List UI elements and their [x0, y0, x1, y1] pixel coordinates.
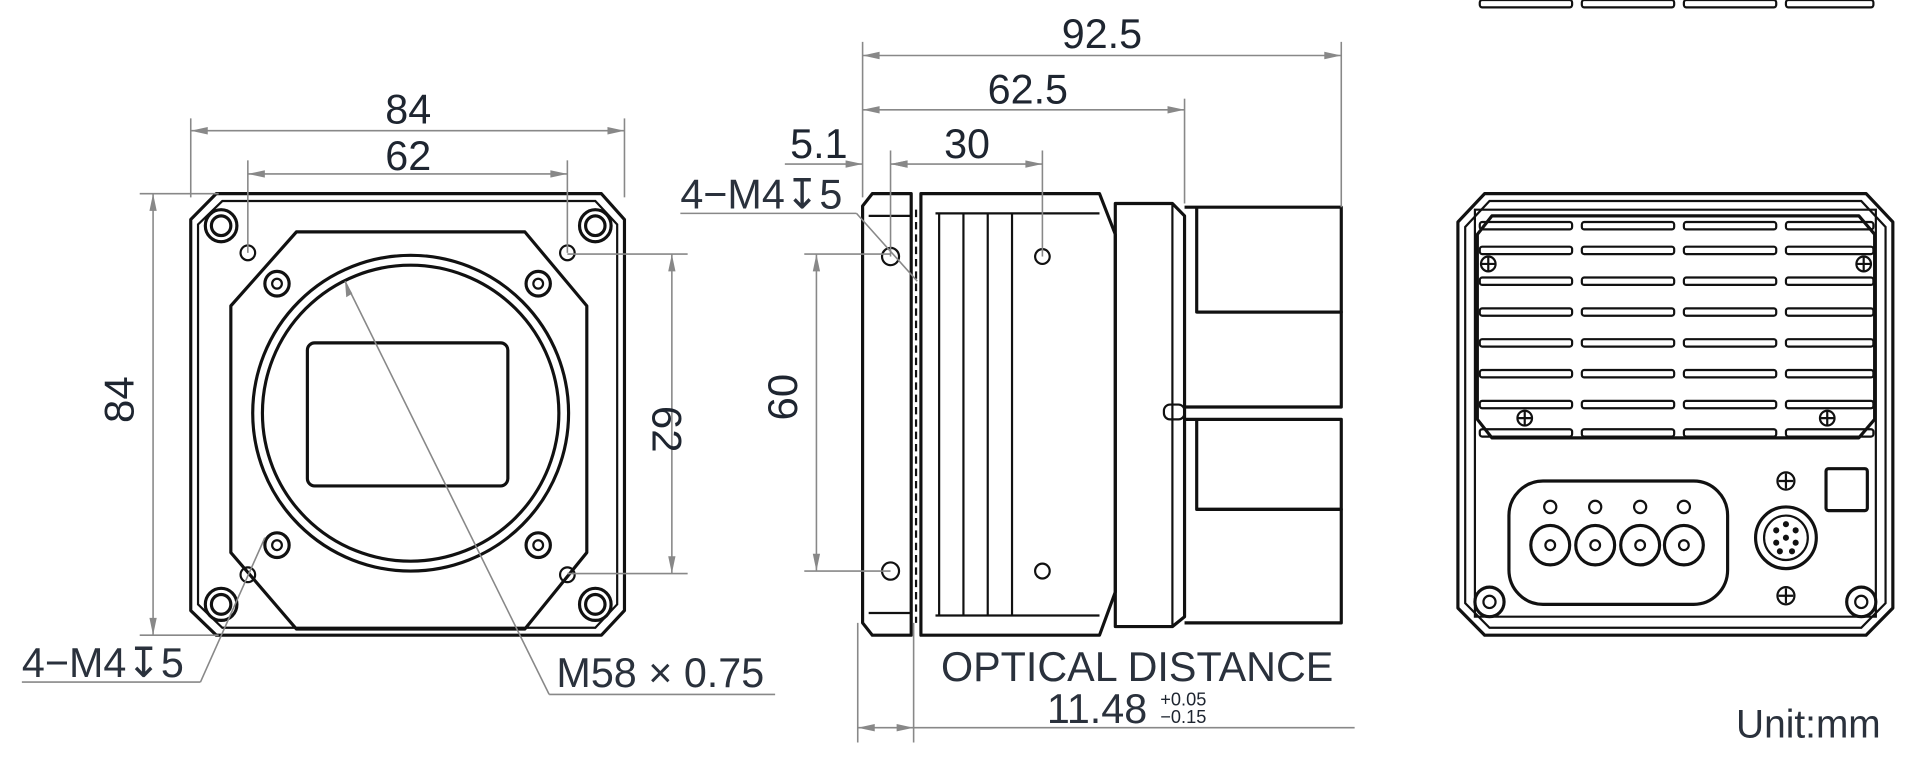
- hex-screw-icon: [263, 269, 552, 560]
- svg-text:+0.05: +0.05: [1160, 688, 1206, 709]
- heatsink-fins-icon: [1162, 205, 1343, 625]
- dimension-length-92-5: 92.5: [861, 10, 1343, 208]
- callout-hole-side: 4−M4↧5: [680, 170, 918, 282]
- vent-slots-icon: [1478, 0, 1875, 438]
- dimension-width-62: 62: [247, 132, 569, 253]
- hex-screw-icon: [1473, 585, 1878, 619]
- grip-grooves-icon: [938, 213, 1014, 616]
- svg-text:5.1: 5.1: [790, 120, 847, 167]
- svg-text:30: 30: [944, 120, 990, 167]
- dimension-height-62: 62: [567, 253, 690, 575]
- dimension-hole-spacing-60: 60: [759, 253, 891, 572]
- front-view: 84 62 84 62 4−M4↧5: [22, 85, 776, 696]
- svg-text:OPTICAL DISTANCE: OPTICAL DISTANCE: [941, 643, 1333, 690]
- corner-boss-icon: [203, 208, 613, 622]
- svg-text:84: 84: [96, 376, 143, 423]
- svg-text:M58 × 0.75: M58 × 0.75: [556, 649, 764, 696]
- dimension-length-62-5: 62.5: [862, 65, 1186, 204]
- svg-text:62.5: 62.5: [988, 65, 1068, 112]
- svg-text:92.5: 92.5: [1062, 10, 1142, 57]
- m4-hole-icon: [239, 244, 576, 584]
- status-led-window-icon: [1824, 467, 1869, 513]
- side-view: 92.5 62.5 30 5.1 60: [680, 10, 1355, 743]
- svg-text:−0.15: −0.15: [1160, 706, 1206, 727]
- callout-hole-front: 4−M4↧5: [22, 537, 266, 686]
- callout-mount-thread: M58 × 0.75: [344, 280, 776, 696]
- svg-text:4−M4↧5: 4−M4↧5: [22, 639, 184, 686]
- svg-text:60: 60: [759, 374, 806, 421]
- dimension-offset-5-1: 5.1: [784, 120, 908, 168]
- dimension-width-84: 84: [189, 85, 626, 198]
- dimension-hole-spacing-30: 30: [889, 120, 1044, 257]
- svg-text:84: 84: [385, 85, 431, 132]
- rear-view: [1456, 0, 1895, 637]
- svg-text:62: 62: [643, 406, 690, 453]
- dimension-optical-distance: OPTICAL DISTANCE 11.48 +0.05 −0.15: [856, 622, 1355, 743]
- svg-text:62: 62: [385, 132, 431, 179]
- svg-text:11.48: 11.48: [1047, 684, 1147, 731]
- io-connector-icon: [1753, 505, 1818, 571]
- dimension-height-84: 84: [96, 192, 219, 636]
- coaxpress-ports-icon: [1507, 479, 1730, 606]
- svg-text:4−M4↧5: 4−M4↧5: [680, 170, 842, 217]
- phillips-screw-icon: [1479, 255, 1873, 606]
- unit-label: Unit:mm: [1736, 703, 1881, 746]
